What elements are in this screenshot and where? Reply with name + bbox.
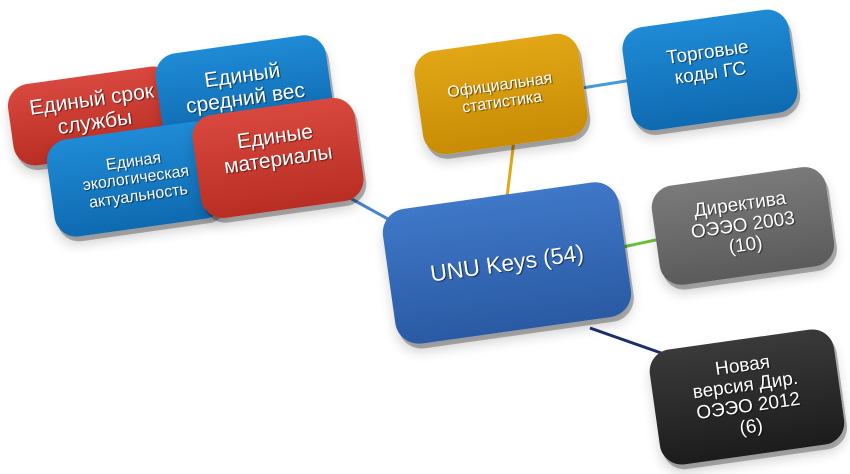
node-unu-keys-label: UNU Keys (54) — [428, 238, 586, 287]
node-kody-label: Торговые коды ГС — [665, 37, 751, 89]
node-aktualnost-label: Единая экологическая актуальность — [81, 149, 191, 212]
node-dir2003-label: Директива ОЭЭО 2003 (10) — [689, 188, 797, 259]
connector-kody — [581, 78, 633, 90]
node-statistika-label: Официальная статистика — [446, 69, 554, 117]
node-materialy-label: Единые материалы — [222, 120, 334, 179]
node-dir2012-label: Новая версия Дир. ОЭЭО 2012 (6) — [691, 351, 802, 439]
connector-dir2012 — [589, 326, 665, 356]
